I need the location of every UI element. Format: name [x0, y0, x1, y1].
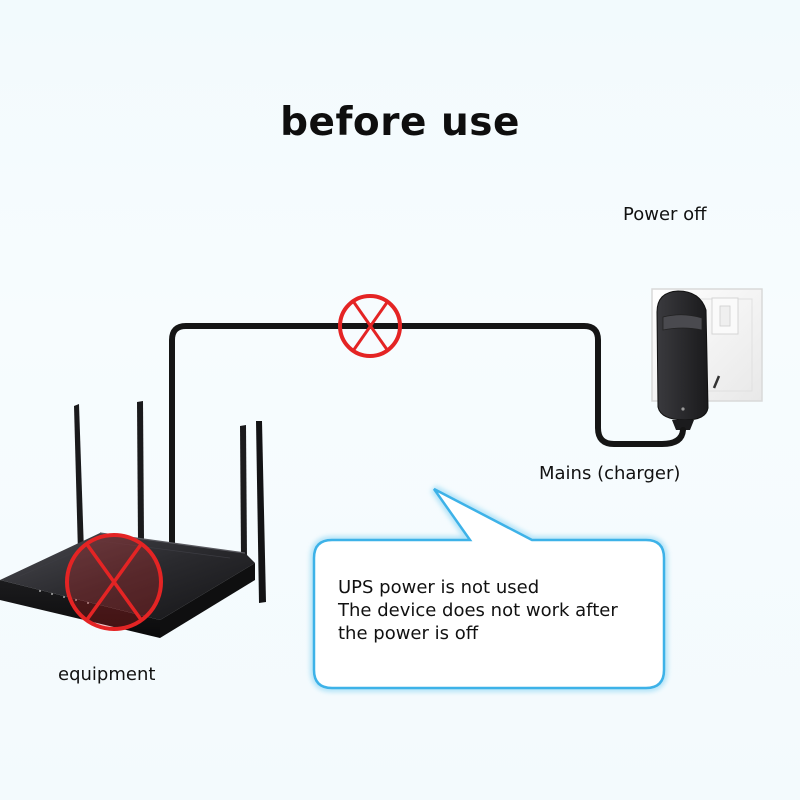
bubble-message: UPS power is not used The device does no… [338, 576, 618, 645]
outlet-slot [712, 375, 721, 389]
power-off-label: Power off [623, 204, 707, 225]
power-adapter [656, 290, 709, 430]
router-antennas [74, 401, 266, 603]
router [0, 532, 255, 638]
bubble-line: UPS power is not used [338, 577, 540, 598]
red-cross-circle-icon [338, 294, 402, 358]
power-cable [169, 323, 686, 563]
red-cross-circle-icon [65, 533, 163, 631]
equipment-label: equipment [58, 664, 156, 685]
mains-charger-label: Mains (charger) [539, 463, 681, 484]
bubble-line: the power is off [338, 623, 479, 644]
page-title: before use [280, 100, 520, 145]
speech-bubble [310, 485, 668, 692]
bubble-line: The device does not work after [338, 600, 618, 621]
